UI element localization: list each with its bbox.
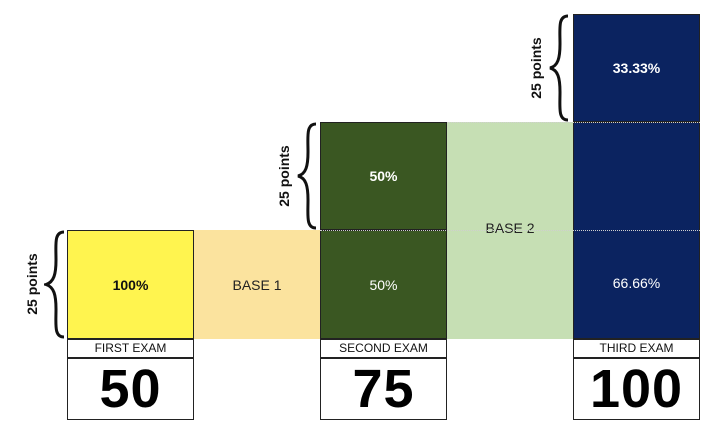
first-exam-score: 50 xyxy=(67,358,194,420)
guide-line-level-2 xyxy=(320,230,700,231)
base-2-label: BASE 2 xyxy=(485,220,535,236)
brace-first-label: 25 points xyxy=(24,253,40,315)
first-exam-percent: 100% xyxy=(112,276,149,293)
base-1-block: BASE 1 xyxy=(194,230,320,339)
second-exam-bottom-percent: 50% xyxy=(369,276,398,293)
second-exam-label: SECOND EXAM xyxy=(320,339,447,358)
third-exam-label: THIRD EXAM xyxy=(573,339,700,358)
curly-brace-icon xyxy=(44,230,65,339)
second-exam-score: 75 xyxy=(320,358,447,420)
brace-second-exam: 25 points xyxy=(270,122,318,230)
second-exam-top-percent: 50% xyxy=(369,168,398,184)
guide-line-level-3 xyxy=(447,122,700,123)
first-exam-block: 100% xyxy=(67,230,194,339)
brace-third-exam: 25 points xyxy=(522,14,570,122)
third-exam-top-block: 33.33% xyxy=(573,14,700,122)
third-exam-top-percent: 33.33% xyxy=(612,60,661,76)
second-exam-top-block: 50% xyxy=(320,122,447,230)
curly-brace-icon xyxy=(297,122,317,230)
base-1-label: BASE 1 xyxy=(232,276,282,293)
third-exam-score: 100 xyxy=(573,358,700,420)
first-exam-label: FIRST EXAM xyxy=(67,339,194,358)
brace-first-exam: 25 points xyxy=(18,230,66,339)
brace-third-label: 25 points xyxy=(528,37,544,99)
third-exam-bottom-percent: 66.66% xyxy=(612,275,661,291)
curly-brace-icon xyxy=(549,14,569,122)
brace-second-label: 25 points xyxy=(276,145,292,207)
second-exam-bottom-block: 50% xyxy=(320,230,447,339)
